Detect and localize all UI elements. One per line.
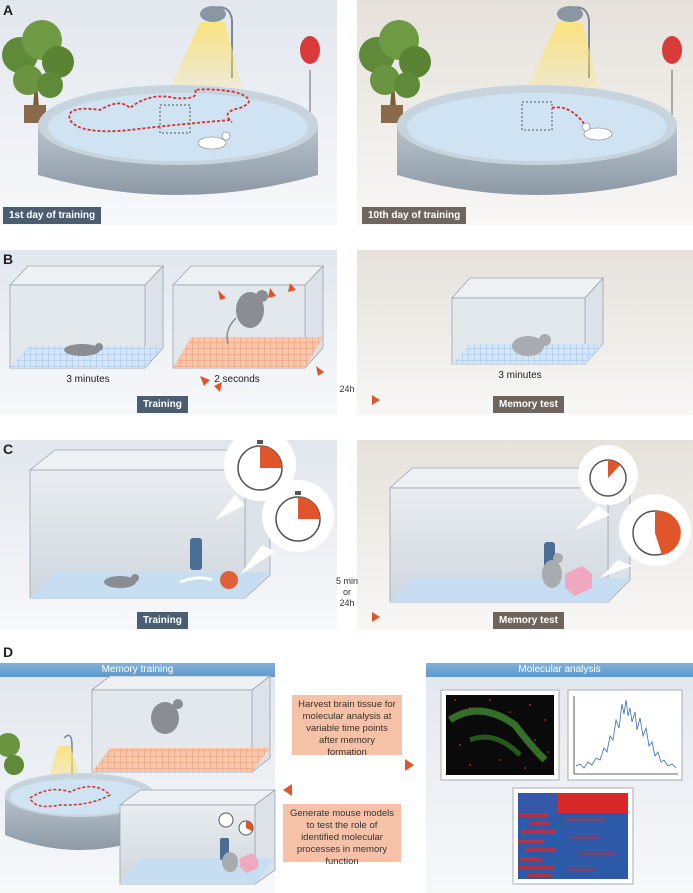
tag-tenth-day: 10th day of training — [362, 207, 467, 224]
header-molecular-analysis: Molecular analysis — [518, 664, 601, 675]
chamber-box-shock — [172, 264, 324, 392]
expression-heatmap — [512, 787, 634, 885]
chamber-box-test — [451, 276, 604, 366]
delay-label-b: 24h — [339, 384, 355, 394]
annotation-generate-models: Generate mouse models to test the role o… — [283, 804, 401, 867]
annotation-harvest-tissue: Harvest brain tissue for molecular analy… — [292, 695, 402, 758]
stopwatch-icon — [240, 480, 334, 575]
stopwatch-icon — [575, 445, 638, 530]
chamber-box-neutral — [9, 264, 164, 370]
tag-training-c: Training — [137, 612, 188, 629]
header-memory-training: Memory training — [101, 664, 174, 675]
signal-line-plot — [567, 689, 683, 781]
panel-a-right — [357, 0, 693, 225]
stopwatch-icon — [600, 494, 691, 578]
delay-label-c-2: or — [342, 587, 351, 597]
panel-d-right — [426, 663, 693, 893]
caption-3-minutes-test: 3 minutes — [498, 370, 542, 381]
panel-letter-b: B — [3, 251, 14, 267]
water-maze-pool — [38, 85, 318, 195]
panel-letter-c: C — [3, 441, 14, 457]
panel-d-left — [0, 663, 277, 893]
water-maze-pool — [397, 85, 677, 195]
panel-b-right — [357, 250, 693, 415]
panel-b-left — [0, 250, 337, 415]
panel-letter-a: A — [3, 2, 14, 18]
tag-memory-test-c: Memory test — [493, 612, 564, 629]
panel-c-left — [0, 429, 337, 630]
caption-2-seconds: 2 seconds — [214, 374, 260, 385]
panel-c-right — [357, 440, 693, 630]
caption-3-minutes-training: 3 minutes — [66, 374, 110, 385]
tag-memory-test-b: Memory test — [493, 396, 564, 413]
delay-label-c-1: 5 min — [335, 576, 358, 586]
tag-training-b: Training — [137, 396, 188, 413]
tree-icon — [359, 20, 431, 123]
stopwatch-icon — [215, 429, 296, 520]
panel-a-left — [0, 0, 337, 225]
tag-first-day: 1st day of training — [3, 207, 102, 224]
brain-micrograph — [440, 689, 560, 781]
panel-letter-d: D — [3, 644, 14, 660]
delay-label-c-3: 24h — [339, 598, 355, 608]
